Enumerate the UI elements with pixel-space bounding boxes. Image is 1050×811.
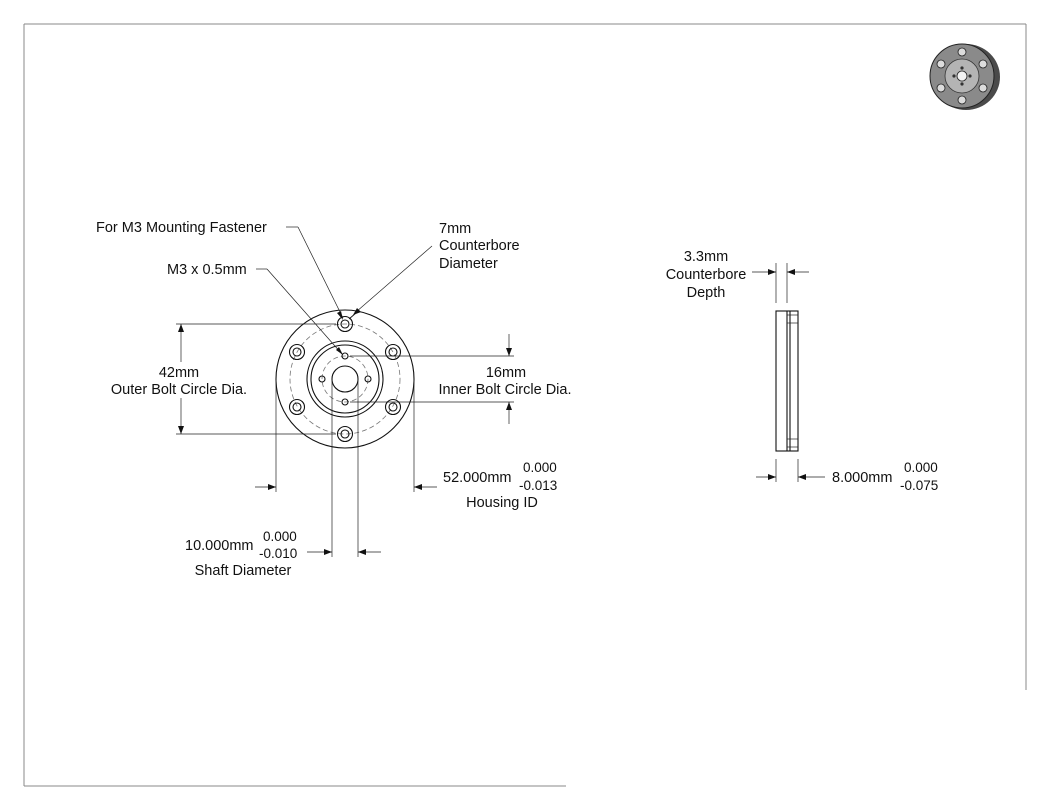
hub-recess [306,340,384,418]
label-shaft-value: 10.000mm [185,538,254,554]
isometric-view [929,43,1000,110]
dim-inner-bolt-circle [350,334,514,424]
label-cb-depth-line2: Depth [687,285,726,301]
label-outer-bc-value: 42mm [159,365,199,381]
label-outer-bc-label: Outer Bolt Circle Dia. [111,382,247,398]
label-cb-depth-value: 3.3mm [684,249,728,265]
front-view [275,309,415,449]
label-fastener: For M3 Mounting Fastener [96,220,267,236]
label-inner-bc-value: 16mm [486,365,526,381]
label-housing-id: Housing ID [466,495,538,511]
dim-outer-bolt-circle [176,323,336,435]
leader-thread [256,268,343,355]
dim-shaft-diameter [307,380,381,557]
dim-thickness [756,459,825,482]
label-thickness-tol-upper: 0.000 [904,460,938,475]
label-thickness-tol-lower: -0.075 [900,478,938,493]
outer-bolt-circle [289,323,401,435]
outer-edge [275,309,415,449]
label-housing-tol-lower: -0.013 [519,478,557,493]
label-housing-value: 52.000mm [443,470,512,486]
dim-housing-id [255,380,437,492]
inner-bolt-circle [321,355,369,403]
leader-fastener [286,226,344,320]
label-cb-dia-value: 7mm [439,221,471,237]
sheet-border [23,23,1027,787]
label-thread: M3 x 0.5mm [167,262,247,278]
label-shaft-tol-upper: 0.000 [263,529,297,544]
side-view [775,310,799,452]
label-cb-depth-line1: Counterbore [666,267,747,283]
label-cb-dia-line2: Diameter [439,256,498,272]
dim-cb-depth [752,263,809,303]
label-housing-tol-upper: 0.000 [523,460,557,475]
label-thickness-value: 8.000mm [832,470,892,486]
shaft-bore [331,365,359,393]
label-shaft-diameter: Shaft Diameter [195,563,292,579]
leader-cb-diameter [348,245,433,320]
label-cb-dia-line1: Counterbore [439,238,520,254]
label-shaft-tol-lower: -0.010 [259,546,297,561]
label-inner-bc-label: Inner Bolt Circle Dia. [439,382,572,398]
counterbore-holes [288,315,402,443]
